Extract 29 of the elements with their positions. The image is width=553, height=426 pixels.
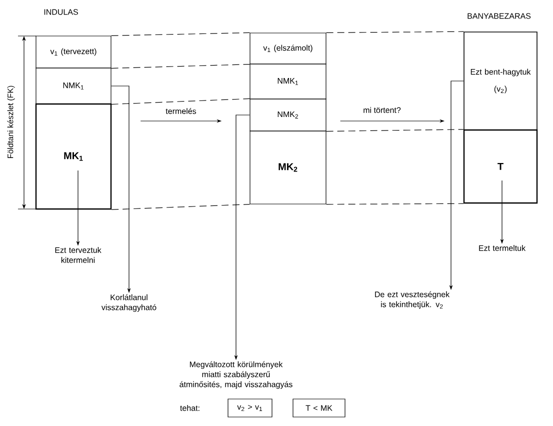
heading-text: BANYABEZARAS xyxy=(468,13,531,19)
edge-label: termelés xyxy=(164,107,198,115)
guide-line xyxy=(111,204,250,210)
note-text: Ezt terveztuk kitermelni xyxy=(55,247,102,263)
heading-text: INDULAS xyxy=(44,9,78,15)
column-cell: MK$_{1}$ xyxy=(35,103,112,210)
guide-line xyxy=(326,31,464,33)
edge-label: mi törtent? xyxy=(362,106,402,114)
note-text: Megváltozott körülmények miatti szabályszerű átminősités, majd visszahagyás xyxy=(180,361,292,389)
column-cell: v$_{1}$ (elszámolt) xyxy=(250,32,326,64)
formula-box: v$_{2}$ > v$_{1}$ xyxy=(228,398,272,418)
column-cell: v$_{1}$ (tervezett) xyxy=(36,36,112,68)
note-text: tehat: xyxy=(180,405,200,411)
column-cell: NMK$_{1}$ xyxy=(250,64,326,100)
guide-line xyxy=(326,203,464,205)
guide-line xyxy=(111,32,250,36)
guide-line xyxy=(111,64,250,69)
formula-box: T < MK xyxy=(292,398,346,418)
note-text: Korlátlanul visszahagyható xyxy=(101,294,156,312)
note-text: De ezt veszteségnek is tekinthetjük. v$_{2}$ xyxy=(375,291,450,309)
axis-label: Földtani készlet (FK) xyxy=(7,86,15,158)
guide-line xyxy=(111,98,250,105)
column-cell: NMK$_{2}$ xyxy=(250,98,326,132)
guide-line xyxy=(326,129,464,132)
column-cell: NMK$_{1}$ xyxy=(36,68,112,104)
column-cell: MK$_{2}$ xyxy=(250,130,326,204)
column-cell: Ezt bent-hagytuk (v$_{2}$) xyxy=(464,32,538,130)
column-cell: T xyxy=(463,129,538,204)
note-text: Ezt termeltuk xyxy=(479,245,526,251)
